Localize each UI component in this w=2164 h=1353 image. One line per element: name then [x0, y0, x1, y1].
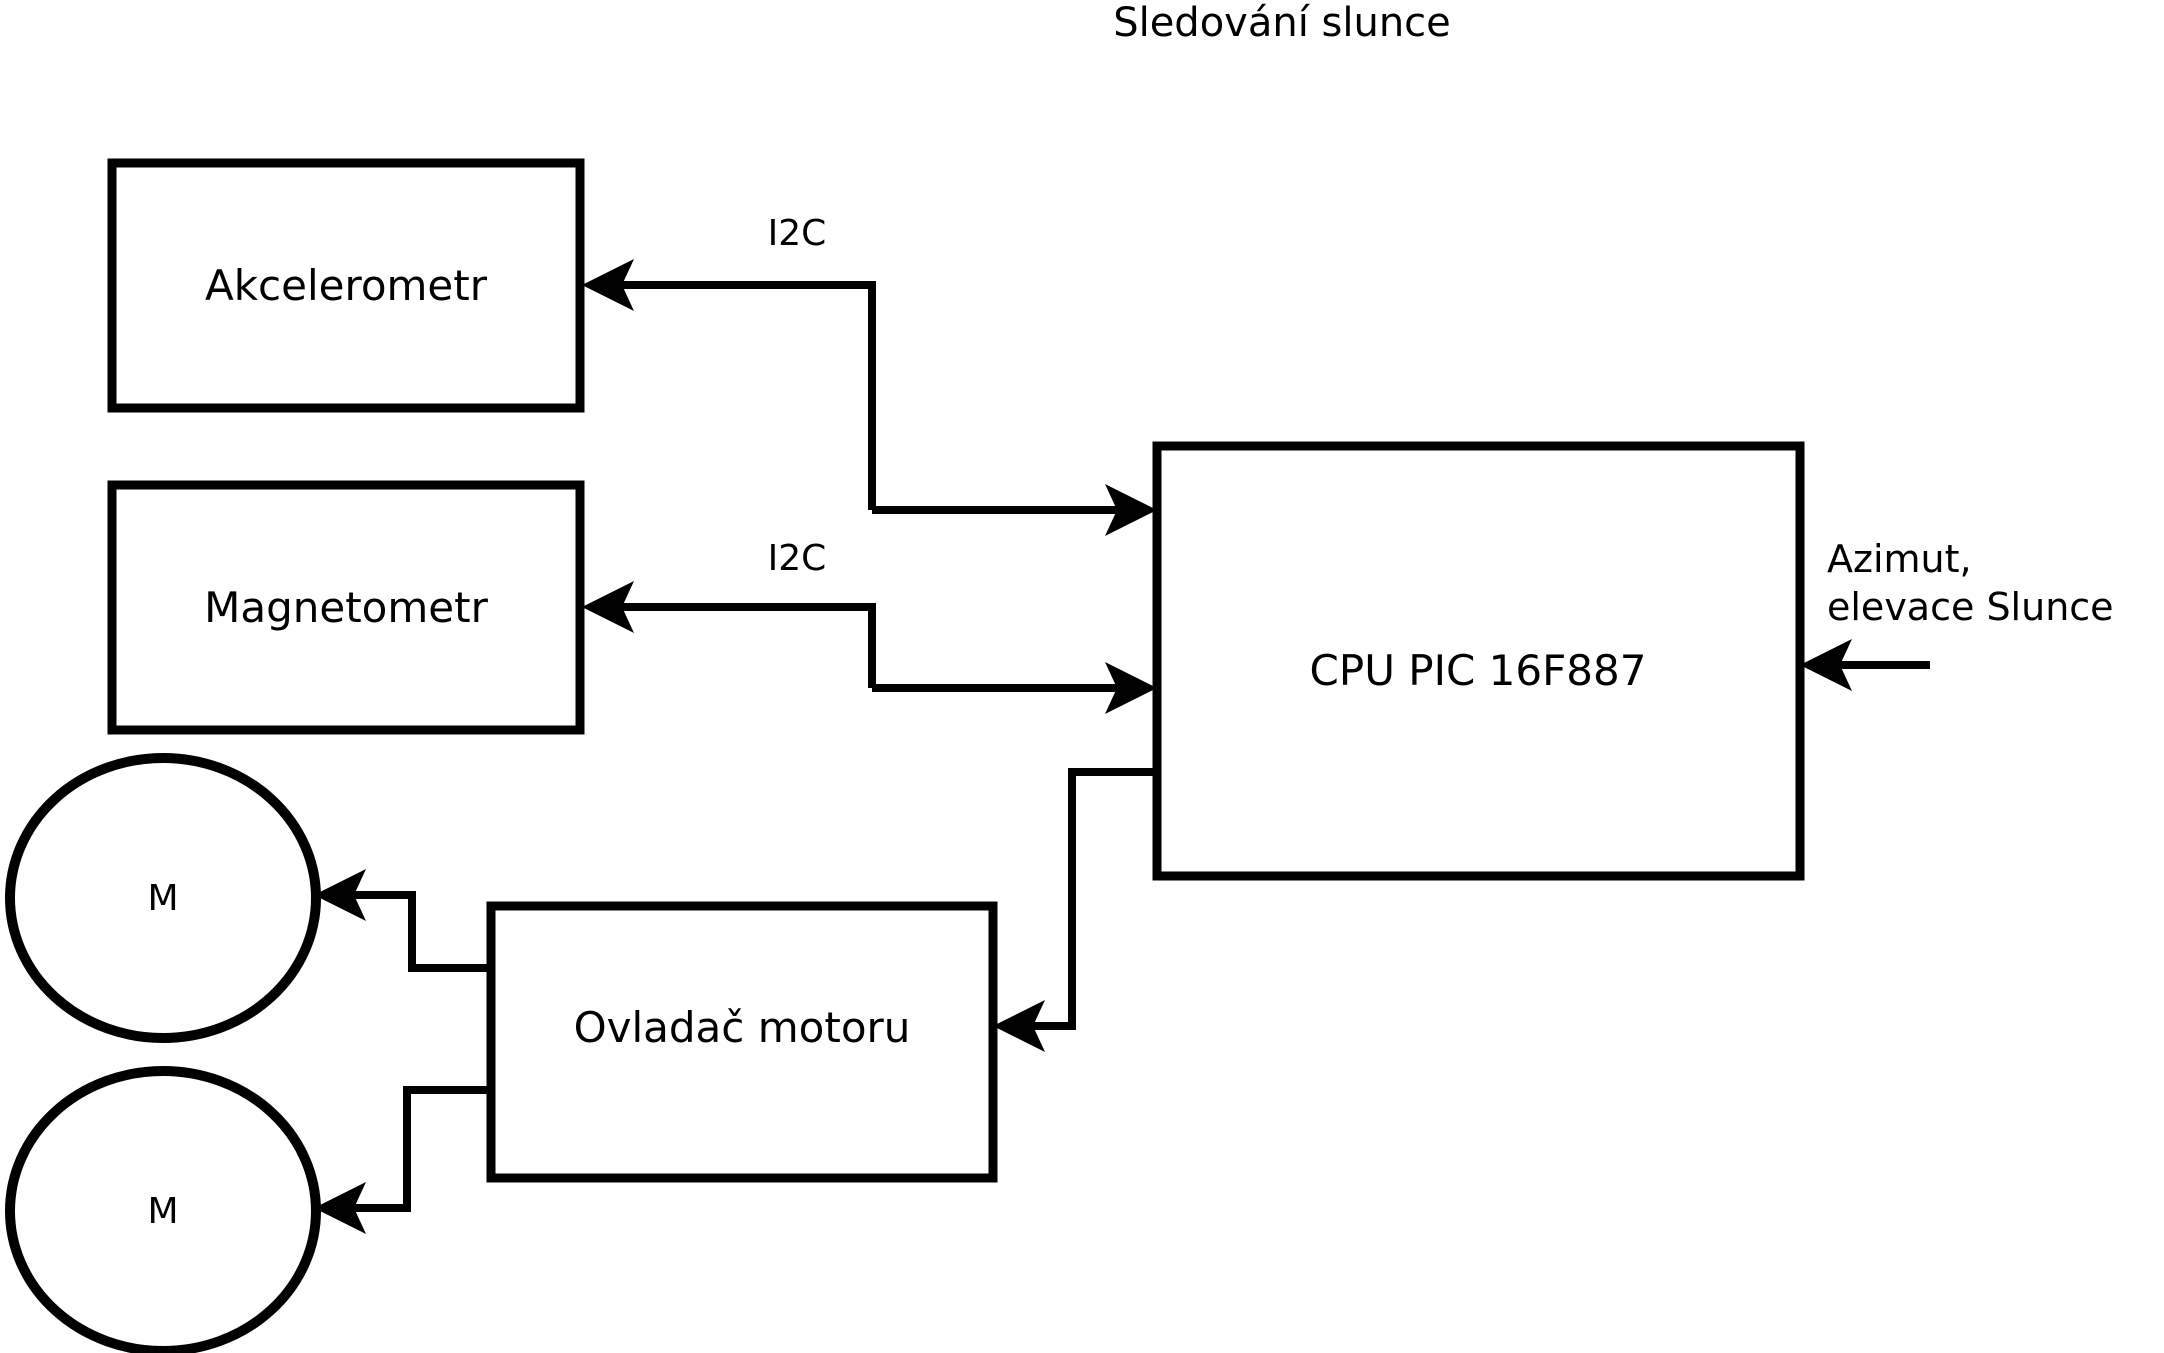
arrow-head-into-cpu-bottom — [1105, 662, 1157, 714]
arrow-head-into-magnetometer — [582, 581, 634, 633]
edge-cpu-to-accelerometer: I2C — [582, 213, 876, 510]
cpu-to-magnetometer-line — [614, 603, 876, 688]
arrow-head-into-cpu-top — [1105, 484, 1157, 536]
motor-bottom-label: M — [147, 1191, 178, 1232]
edge-driver-to-motor-bottom — [314, 1086, 491, 1234]
accelerometer-box[interactable] — [107, 158, 585, 413]
accelerometer-label: Akcelerometr — [205, 261, 488, 310]
page-title: Sledování slunce — [1113, 0, 1451, 46]
i2c-label-top: I2C — [768, 213, 827, 254]
motor-driver-box[interactable] — [486, 901, 998, 1183]
node-motor-driver[interactable]: Ovladač motoru — [486, 901, 998, 1183]
cpu-to-accelerometer-line — [614, 281, 876, 510]
cpu-box[interactable] — [1152, 441, 1805, 881]
edge-cpu-to-magnetometer: I2C — [582, 538, 876, 688]
arrow-head-into-cpu-right — [1800, 639, 1852, 691]
arrow-head-into-accelerometer — [582, 259, 634, 311]
magnetometer-box[interactable] — [107, 480, 585, 735]
node-accelerometer[interactable]: Akcelerometr — [107, 158, 585, 413]
driver-to-motor-bottom-line — [348, 1086, 491, 1212]
node-cpu[interactable]: CPU PIC 16F887 — [1152, 441, 1805, 881]
cpu-to-motor-driver-line — [1025, 768, 1157, 1030]
edge-cpu-to-motor-driver — [993, 768, 1157, 1052]
motor-top-label: M — [147, 878, 178, 919]
i2c-label-bottom: I2C — [768, 538, 827, 579]
arrow-head-into-motor-top — [314, 869, 366, 921]
node-motor-bottom[interactable]: M — [5, 1066, 321, 1353]
motor-top-circle[interactable] — [5, 753, 321, 1043]
edge-magnetometer-to-cpu — [872, 662, 1157, 714]
arrow-head-into-motor-bottom — [314, 1182, 366, 1234]
magnetometer-label: Magnetometr — [204, 583, 488, 632]
edge-accelerometer-to-cpu — [872, 484, 1157, 536]
sun-input-label-line2: elevace Slunce — [1827, 585, 2114, 629]
motor-bottom-circle[interactable] — [5, 1066, 321, 1353]
cpu-label: CPU PIC 16F887 — [1310, 646, 1647, 695]
edge-sun-input-to-cpu: Azimut, elevace Slunce — [1800, 537, 2114, 691]
node-magnetometer[interactable]: Magnetometr — [107, 480, 585, 735]
driver-to-motor-top-line — [348, 891, 491, 972]
arrow-head-into-motor-driver — [993, 1000, 1045, 1052]
edge-driver-to-motor-top — [314, 869, 491, 972]
motor-driver-label: Ovladač motoru — [574, 1003, 911, 1052]
sun-input-label-line1: Azimut, — [1827, 537, 1972, 581]
node-motor-top[interactable]: M — [5, 753, 321, 1043]
